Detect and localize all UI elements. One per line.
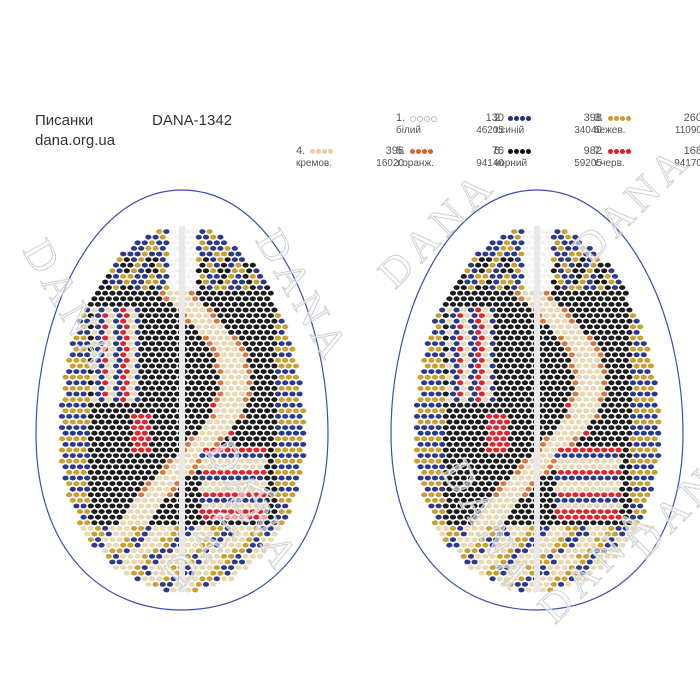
legend-bead-swatch-icon <box>410 149 433 154</box>
watermark-text: DANA <box>565 137 700 272</box>
legend-bead-swatch-icon <box>508 149 531 154</box>
legend-bead-swatch-icon <box>410 116 437 122</box>
legend-count: 396 <box>385 145 404 157</box>
legend-count: 76 <box>491 145 504 157</box>
legend-bead-swatch-icon <box>608 116 631 121</box>
bead-grid <box>58 229 307 593</box>
center-divider <box>534 226 540 592</box>
legend-bead-swatch-icon <box>310 149 333 154</box>
legend-number: 7. <box>594 145 604 157</box>
legend-color-code: 94140 <box>476 158 504 169</box>
legend-item: 1. 130 білий 46205 <box>396 112 504 144</box>
legend-count: 168 <box>683 145 700 157</box>
pattern-title: Писанки <box>35 112 94 129</box>
legend-color-name: т.черв. <box>594 158 625 169</box>
legend-item: 6. 982 чорний 59205 <box>494 145 602 177</box>
legend-item: 3. 260 бежев. 11090 <box>594 112 700 144</box>
legend-item: 4. 396 кремов. 16020 <box>296 145 404 177</box>
site-url[interactable]: dana.org.ua <box>35 132 116 149</box>
legend-item: 5. 76 т.оранж. 94140 <box>396 145 504 177</box>
legend-color-name: білий <box>396 125 421 136</box>
legend-bead-swatch-icon <box>608 149 631 154</box>
legend-color-name: т.синій <box>494 125 525 136</box>
legend-count: 398 <box>583 112 602 124</box>
pattern-sku: DANA-1342 <box>152 112 233 129</box>
bead-grid <box>413 229 662 593</box>
legend-count: 130 <box>485 112 504 124</box>
legend-count: 982 <box>583 145 602 157</box>
legend-color-code: 59205 <box>574 158 602 169</box>
egg-outline <box>390 189 684 611</box>
legend-color-code: 16020 <box>376 158 404 169</box>
legend-item: 2. 398 т.синій 34040 <box>494 112 602 144</box>
legend-item: 7. 168 т.черв. 94170 <box>594 145 700 177</box>
legend-bead-swatch-icon <box>508 116 531 121</box>
legend-number: 4. <box>296 145 306 157</box>
legend-color-name: т.оранж. <box>396 158 434 169</box>
legend-color-name: бежев. <box>594 125 626 136</box>
center-divider <box>179 226 185 592</box>
legend-number: 1. <box>396 112 406 124</box>
legend-color-code: 46205 <box>476 125 504 136</box>
egg-outline <box>35 189 329 611</box>
legend-number: 5. <box>396 145 406 157</box>
legend-color-code: 94170 <box>674 158 700 169</box>
legend-count: 260 <box>683 112 700 124</box>
legend-number: 3. <box>594 112 604 124</box>
legend-color-code: 11090 <box>674 125 700 136</box>
egg-pattern-left <box>35 189 329 611</box>
legend-color-name: кремов. <box>296 158 333 169</box>
egg-pattern-right <box>390 189 684 611</box>
legend-color-code: 34040 <box>574 125 602 136</box>
legend-color-name: чорний <box>494 158 528 169</box>
legend-number: 6. <box>494 145 504 157</box>
legend-number: 2. <box>494 112 504 124</box>
